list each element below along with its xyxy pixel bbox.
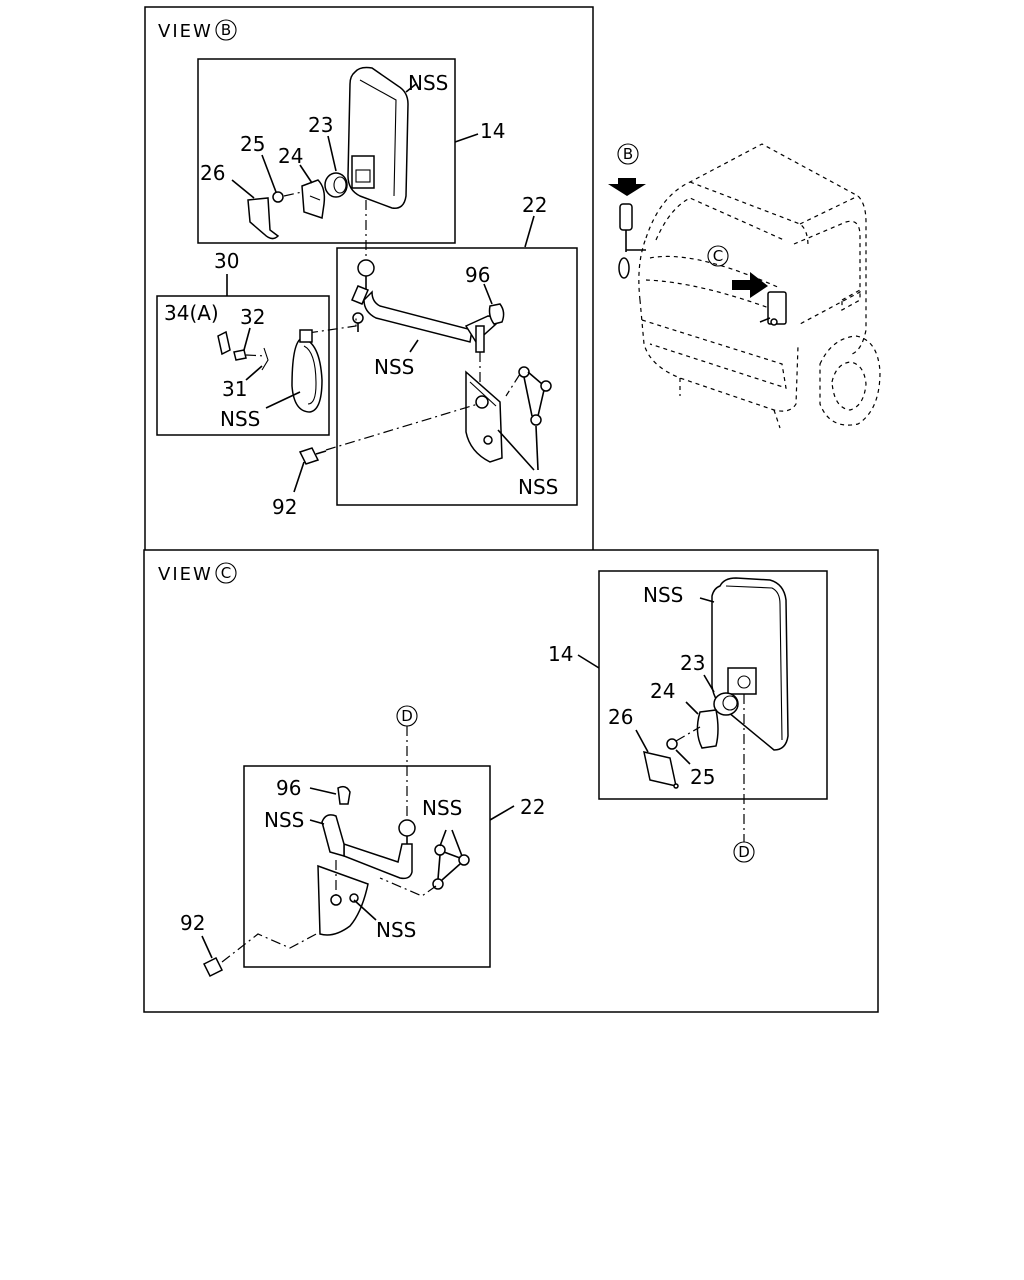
view-c-label-nss-bracket: NSS (376, 918, 416, 942)
view-b-link (505, 366, 552, 426)
view-c-label-14: 14 (548, 642, 573, 666)
view-c-part-26 (643, 751, 679, 789)
view-c-arm (321, 814, 416, 880)
view-c-marker-d-top: D (401, 707, 413, 725)
view-b-part-92 (298, 403, 479, 465)
view-b-label-14: 14 (480, 119, 505, 143)
view-b-part-96 (488, 303, 505, 325)
view-c-panel: VIEW C 14 NSS 23 (143, 549, 879, 1013)
view-b-label-32: 32 (240, 305, 265, 329)
view-b-part-32 (233, 349, 267, 361)
view-b-bracket (465, 325, 503, 463)
view-c-marker-d-bottom: D (738, 843, 750, 861)
view-c-bracket (317, 860, 369, 936)
view-c-label-nss-arm: NSS (264, 808, 304, 832)
view-c-marker: C (221, 564, 231, 582)
view-b-glass (291, 329, 323, 413)
view-b-label-25: 25 (240, 132, 265, 156)
view-c-label-92: 92 (180, 911, 205, 935)
view-b-label-22: 22 (522, 193, 547, 217)
view-b-label-31: 31 (222, 377, 247, 401)
view-c-title: VIEW (158, 564, 213, 585)
view-c-part-25 (666, 726, 701, 750)
view-c-label-nss-mirror: NSS (643, 583, 683, 607)
view-c-mirror-box (598, 570, 828, 800)
view-c-marker-d-bottom-circle (733, 841, 755, 863)
view-c-arrow-icon (732, 272, 768, 298)
view-c-part-23 (713, 692, 739, 716)
view-b-part-34a (217, 330, 231, 356)
view-b-label-24: 24 (278, 144, 303, 168)
view-b-label-26: 26 (200, 161, 225, 185)
view-b-part-25 (272, 191, 303, 203)
view-b-arrow-icon (608, 178, 646, 196)
view-c-part-24 (696, 709, 719, 749)
view-b-label-92: 92 (272, 495, 297, 519)
view-b-title: VIEW (158, 21, 213, 42)
view-b-arm-box (336, 247, 578, 506)
view-b-label-30: 30 (214, 249, 239, 273)
view-b-label-34a: 34(A) (164, 301, 219, 325)
truck-illustration: B C (608, 143, 881, 429)
view-c-label-nss-link: NSS (422, 796, 462, 820)
view-c-label-23: 23 (680, 651, 705, 675)
view-c-label-22: 22 (520, 795, 545, 819)
view-c-part-92 (202, 931, 321, 978)
view-b-subassembly-box (156, 295, 330, 436)
view-b-marker: B (221, 21, 231, 39)
view-b-mirror-head (347, 66, 409, 209)
view-b-panel: VIEW B (144, 6, 594, 550)
view-b-label-23: 23 (308, 113, 333, 137)
view-b-marker-circle (215, 19, 237, 41)
view-c-marker-circle (215, 562, 237, 584)
view-c-arm-box (243, 765, 491, 968)
view-b-label-nss-sub: NSS (220, 407, 260, 431)
view-b-label-nss-mirror: NSS (408, 71, 448, 95)
view-c-label-25: 25 (690, 765, 715, 789)
view-c-mirror-head (711, 577, 789, 751)
view-c-link (379, 844, 470, 897)
truck-marker-b: B (623, 145, 633, 163)
view-b-part-26 (247, 197, 280, 240)
view-b-label-nss-arm: NSS (374, 355, 414, 379)
view-b-label-96: 96 (465, 263, 490, 287)
view-b-label-nss-bracket: NSS (518, 475, 558, 499)
view-b-part-23 (324, 172, 348, 198)
view-b-arm (351, 259, 497, 344)
view-c-label-96: 96 (276, 776, 301, 800)
truck-marker-c: C (713, 247, 723, 265)
view-c-part-96 (337, 785, 351, 805)
view-c-label-26: 26 (608, 705, 633, 729)
view-b-part-31 (261, 347, 269, 371)
view-c-label-24: 24 (650, 679, 675, 703)
view-b-part-24 (301, 179, 326, 219)
view-b-mirror-box (197, 58, 456, 244)
